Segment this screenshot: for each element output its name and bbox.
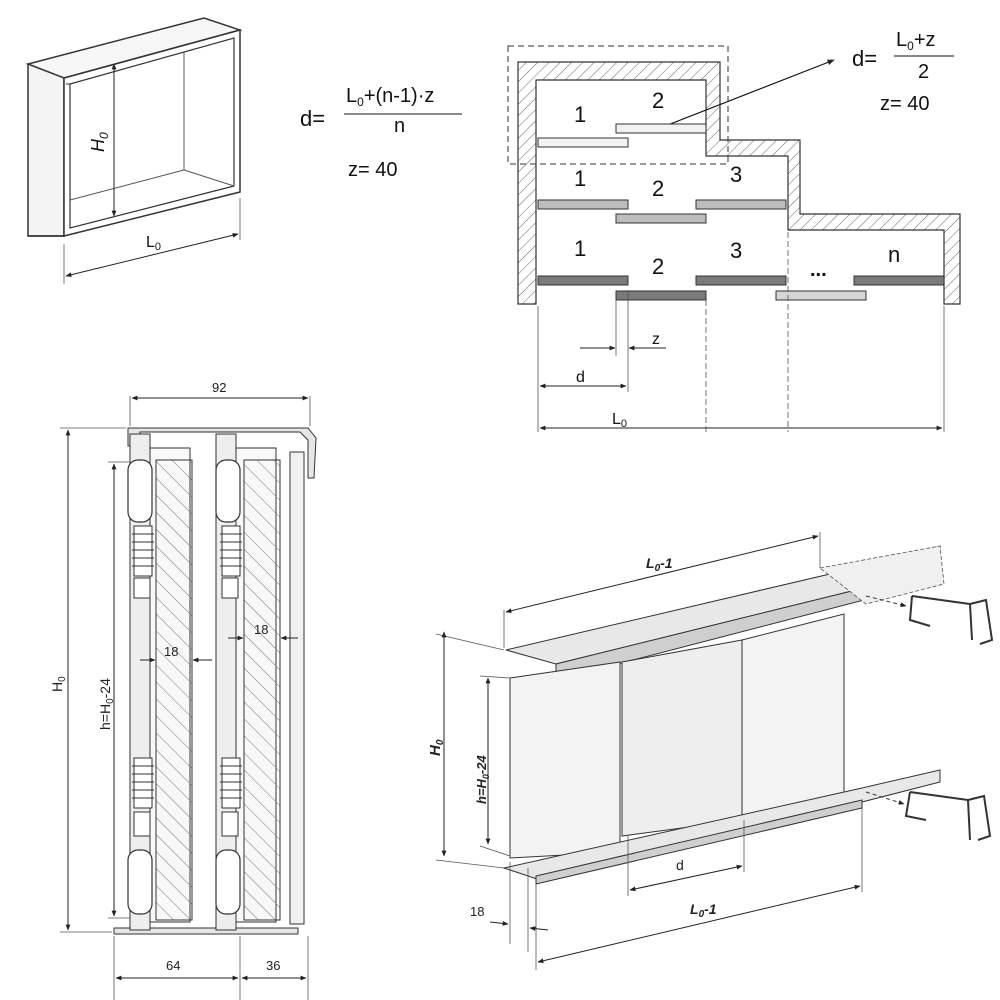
iso-height-label: H0 [427, 739, 446, 756]
formula-main-z: z= 40 [348, 159, 397, 181]
d-dimension-label: d [576, 369, 585, 386]
formula-two-z: z= 40 [880, 93, 929, 115]
layout-diagram: 1 2 1 2 3 1 2 3 ... n z d L0 [507, 45, 961, 432]
formula-main-numerator: L0+(n-1)·z [346, 85, 434, 109]
z-dimension-label: z [652, 331, 660, 348]
row3-door-2: 2 [652, 254, 664, 279]
formula-two-numerator: L0+z [896, 29, 936, 53]
panel2-thickness-label: 18 [254, 622, 268, 637]
row3-door-ellipsis: ... [810, 259, 827, 281]
row2-door-2: 2 [652, 176, 664, 201]
section-height-label: H0 [49, 676, 68, 692]
row2-door-1: 1 [574, 166, 586, 191]
row3-door-3: 3 [730, 238, 742, 263]
iso-h-label: h=H0-24 [474, 755, 491, 804]
l0-dimension-label: L0 [612, 411, 627, 430]
section-h-label: h=H0-24 [97, 678, 116, 730]
bottom-rail-length-label: L0-1 [690, 901, 717, 920]
row2-door-3: 3 [730, 162, 742, 187]
formula-main-lhs: d= [300, 106, 325, 131]
cabinet-height-label: H0 [88, 132, 111, 152]
bottom-right-label: 36 [266, 958, 280, 973]
cabinet-drawing: H0 L0 [25, 17, 243, 284]
row3-door-1: 1 [574, 236, 586, 261]
formula-main-denominator: n [394, 115, 405, 137]
row1-door-2: 2 [652, 88, 664, 113]
iso-thickness-label: 18 [470, 904, 484, 919]
formula-two-denominator: 2 [918, 61, 929, 83]
bottom-left-label: 64 [166, 958, 180, 973]
cabinet-length-label: L0 [146, 234, 161, 253]
isometric-view: L0-1 H0 h=H0-24 18 d L0-1 [427, 532, 994, 970]
section-view: 92 [49, 380, 317, 1000]
panel1-thickness-label: 18 [164, 644, 178, 659]
top-width-label: 92 [212, 380, 226, 395]
row1-door-1: 1 [574, 102, 586, 127]
formula-main: d= L0+(n-1)·z n z= 40 [300, 85, 462, 181]
row3-door-n: n [888, 242, 900, 267]
iso-d-label: d [676, 857, 684, 873]
formula-two: d= L0+z 2 z= 40 [852, 29, 954, 115]
formula-two-lhs: d= [852, 46, 877, 71]
top-rail-length-label: L0-1 [646, 555, 673, 574]
